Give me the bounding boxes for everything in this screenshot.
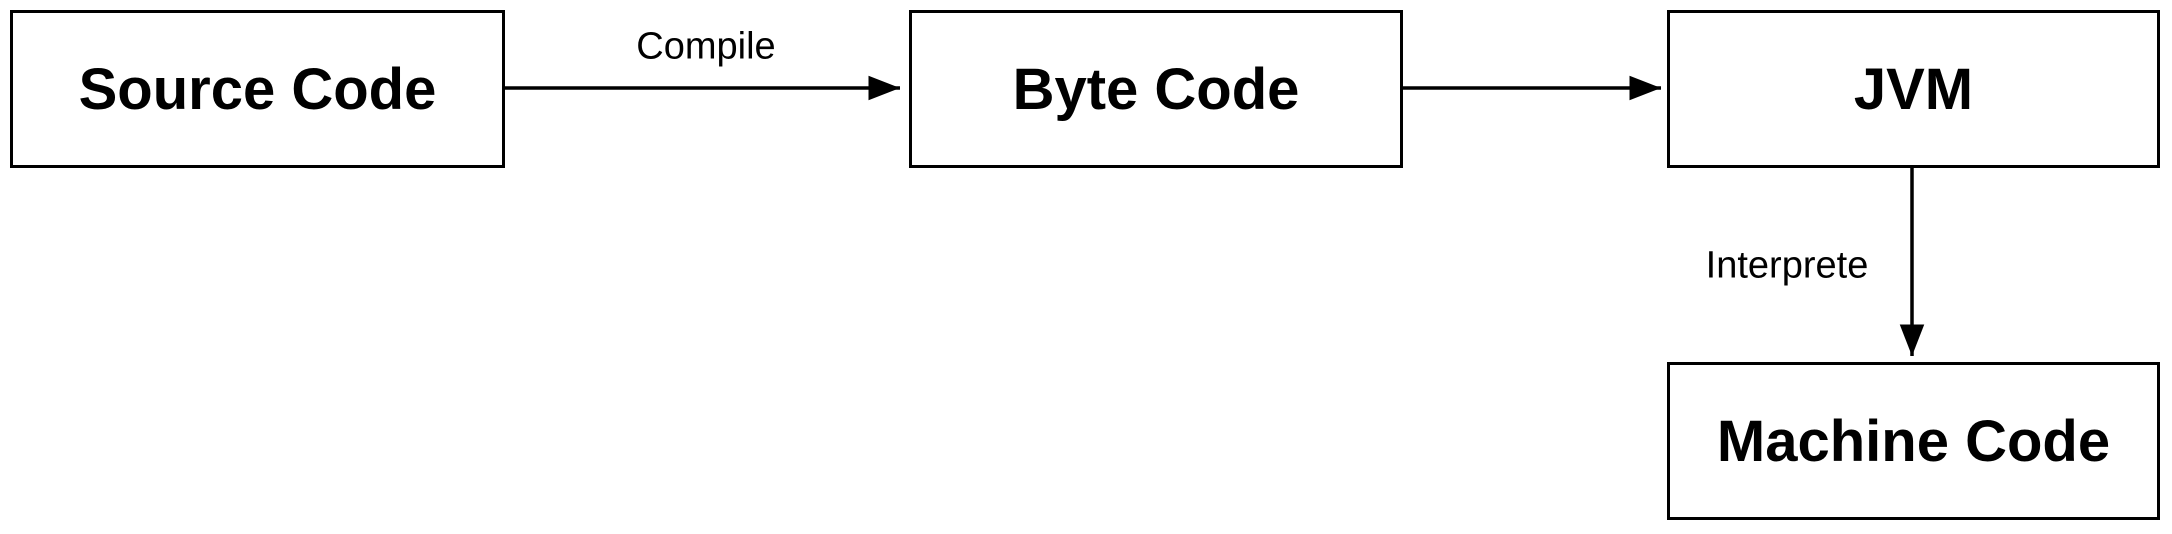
edge-label-interprete: Interprete	[1705, 244, 1869, 287]
node-byte-code: Byte Code	[909, 10, 1403, 168]
node-jvm: JVM	[1667, 10, 2160, 168]
edge-label-compile: Compile	[636, 25, 776, 68]
node-source-code: Source Code	[10, 10, 505, 168]
node-machine-code: Machine Code	[1667, 362, 2160, 520]
